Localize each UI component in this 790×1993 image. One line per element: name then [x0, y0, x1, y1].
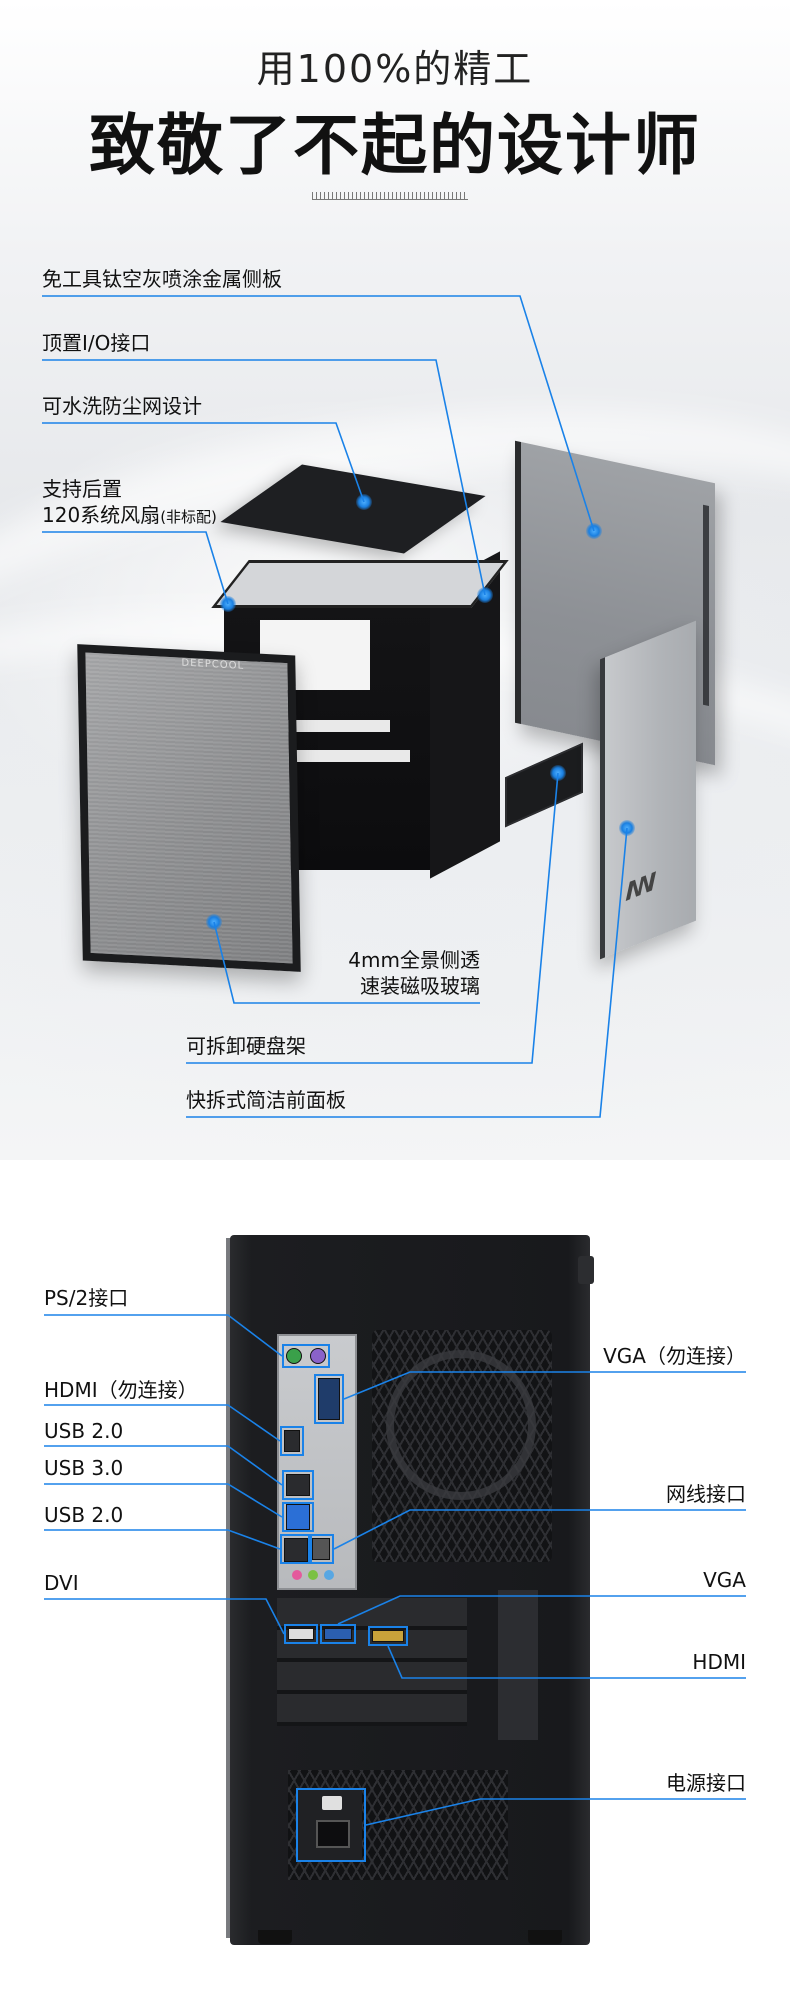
fan-ring-icon	[386, 1350, 536, 1500]
ps2-port-icon	[310, 1348, 326, 1364]
case-foot	[258, 1930, 292, 1944]
label-vga-gpu: VGA	[703, 1568, 746, 1592]
power-socket-icon	[316, 1820, 350, 1848]
callout-dot	[477, 587, 493, 603]
label-vga-io: VGA（勿连接）	[603, 1344, 746, 1368]
hero-subtitle: 用100%的精工	[256, 47, 534, 91]
callout-dot	[550, 765, 566, 781]
label-rear-fan-line1: 支持后置	[42, 477, 122, 501]
vga-gpu-port-icon	[324, 1628, 352, 1640]
dvi-port-icon	[288, 1628, 314, 1640]
label-hdmi-gpu: HDMI	[692, 1650, 746, 1674]
audio-jack-icon	[324, 1570, 334, 1580]
case-handle	[578, 1256, 594, 1284]
label-front-panel: 快拆式简洁前面板	[186, 1088, 346, 1112]
exploded-view-section: 用100%的精工 致敬了不起的设计师 ꟿ DEEPCOOL 免工具钛空灰喷涂金属…	[0, 0, 790, 1160]
label-top-io: 顶置I/O接口	[42, 331, 151, 355]
brand-logo-icon: ꟿ	[625, 866, 657, 908]
usb2-port-icon	[284, 1538, 308, 1562]
usb2-port-icon	[286, 1474, 310, 1496]
callout-dot	[206, 914, 222, 930]
label-glass-line2: 速装磁吸玻璃	[360, 974, 480, 998]
label-power: 电源接口	[666, 1771, 746, 1795]
label-dvi: DVI	[44, 1571, 79, 1595]
glass-brand-text: DEEPCOOL	[181, 657, 245, 672]
power-switch-icon	[322, 1796, 342, 1810]
label-side-panel: 免工具钛空灰喷涂金属侧板	[42, 267, 282, 291]
callout-dot	[356, 494, 372, 510]
ps2-port-icon	[286, 1348, 302, 1364]
rear-vent	[498, 1590, 538, 1740]
ruler-decoration	[312, 188, 468, 200]
label-dust-filter: 可水洗防尘网设计	[42, 394, 202, 418]
audio-jack-icon	[308, 1570, 318, 1580]
callout-dot	[586, 523, 602, 539]
expansion-slots	[277, 1598, 467, 1726]
front-panel-image: ꟿ	[600, 620, 696, 960]
label-usb20-bottom: USB 2.0	[44, 1503, 124, 1527]
label-hdmi-io: HDMI（勿连接）	[44, 1378, 198, 1402]
label-lan: 网线接口	[666, 1482, 746, 1506]
callout-dot	[220, 596, 236, 612]
label-usb30: USB 3.0	[44, 1456, 124, 1480]
label-rear-fan-line2: 120系统风扇(非标配)	[42, 502, 217, 530]
label-glass-line1: 4mm全景侧透	[348, 948, 480, 972]
label-hdd-cage: 可拆卸硬盘架	[186, 1034, 306, 1058]
hdmi-gpu-port-icon	[372, 1630, 404, 1642]
label-rear-fan-note: (非标配)	[160, 508, 217, 526]
audio-jack-icon	[292, 1570, 302, 1580]
hdmi-port-icon	[284, 1430, 300, 1452]
vga-port-icon	[318, 1378, 340, 1420]
label-ps2: PS/2接口	[44, 1286, 129, 1310]
usb3-port-icon	[286, 1504, 310, 1530]
callout-dot	[619, 820, 635, 836]
hero-title: 致敬了不起的设计师	[89, 107, 701, 184]
lan-port-icon	[312, 1538, 330, 1560]
label-rear-fan-main: 120系统风扇	[42, 503, 161, 527]
label-usb20-top: USB 2.0	[44, 1419, 124, 1443]
glass-side-panel-image: DEEPCOOL	[77, 644, 301, 972]
case-foot	[528, 1930, 562, 1944]
